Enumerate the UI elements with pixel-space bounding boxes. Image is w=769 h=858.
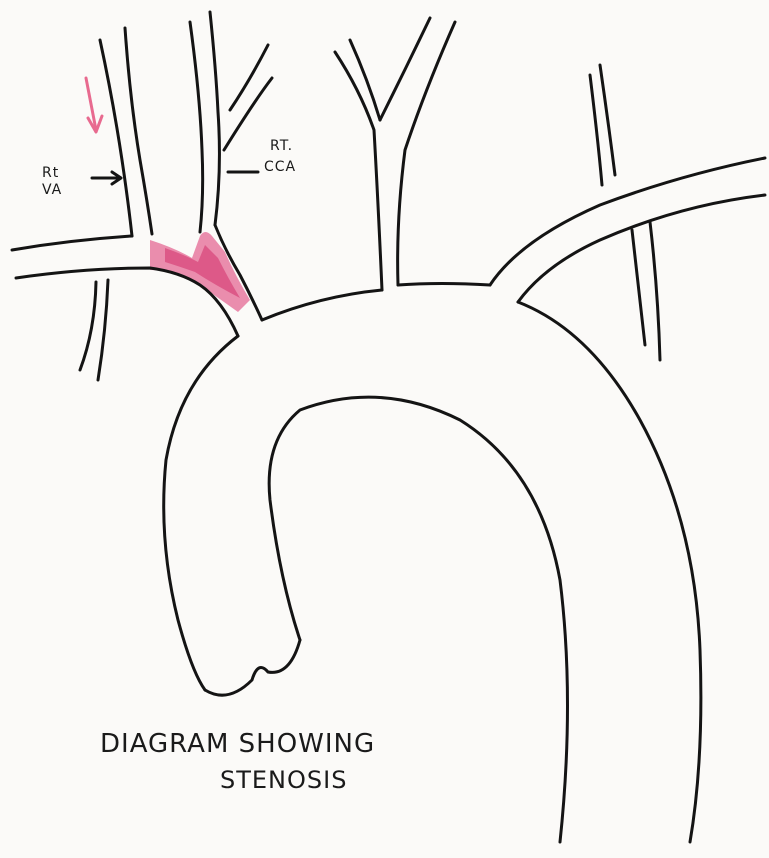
left-vertebral-right-wall xyxy=(600,65,615,175)
left-subclavian-down-branch-left xyxy=(632,230,645,345)
aortic-root xyxy=(205,640,300,695)
flow-arrow xyxy=(86,78,102,132)
cca-side-branch-inner xyxy=(224,78,272,150)
left-subclavian-artery xyxy=(490,65,765,360)
left-vertebral-left-wall xyxy=(590,75,602,185)
subclavian-lower-branch-left xyxy=(80,282,96,370)
rt-cca-label-line2: CCA xyxy=(264,159,296,175)
cca-side-branch-outer xyxy=(230,45,268,110)
caption-line2: STENOSIS xyxy=(220,766,347,794)
subclavian-lower-branch-right xyxy=(98,280,108,380)
right-cca-left-wall xyxy=(190,22,203,232)
label-pointers xyxy=(92,172,258,184)
right-cca-right-wall xyxy=(210,12,219,225)
left-common-carotid xyxy=(335,18,455,290)
left-subclavian-bottom-wall xyxy=(518,195,765,302)
left-subclavian-top-wall xyxy=(490,158,765,285)
subclavian-artery-top-wall xyxy=(12,236,132,250)
lcca-right-wall xyxy=(398,22,455,285)
rt-va-label-line1: Rt xyxy=(42,165,59,181)
rt-cca-label-line1: RT. xyxy=(270,138,293,154)
ascending-aorta-outer-wall xyxy=(164,336,238,690)
lcca-branch-outer-left xyxy=(335,52,382,290)
caption-line1: DIAGRAM SHOWING xyxy=(100,729,375,759)
rt-va-label-line2: VA xyxy=(42,182,62,198)
left-subclavian-down-branch-right xyxy=(650,222,660,360)
